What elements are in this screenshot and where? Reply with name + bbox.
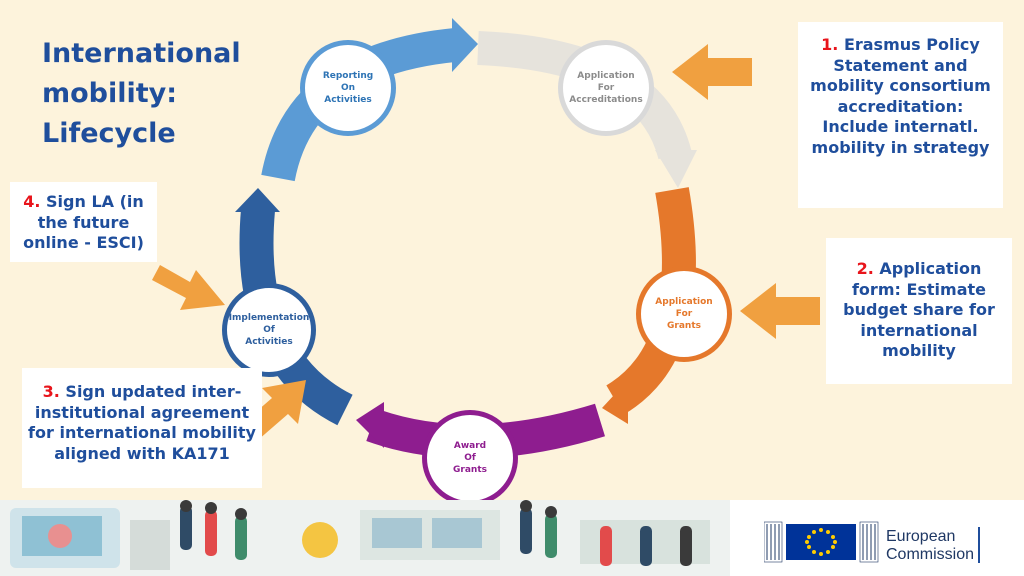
- note-2-application-form: 2. Application form: Estimate budget sha…: [826, 238, 1012, 384]
- right-arrow-icon: [152, 265, 225, 310]
- note-text: Application form: Estimate budget share …: [843, 259, 995, 360]
- european-commission-logo: [764, 521, 879, 563]
- note-1-policy-statement: 1. Erasmus Policy Statement and mobility…: [798, 22, 1003, 208]
- eu-flag-icon: [786, 524, 856, 560]
- page-title: International mobility: Lifecycle: [42, 38, 241, 149]
- note-text: Sign updated inter-institutional agreeme…: [28, 382, 256, 463]
- european-commission-wordmark: European Commission: [886, 528, 975, 563]
- arrowhead-reporting: [452, 18, 478, 72]
- commission-building-icon: [764, 521, 879, 563]
- note-4-sign-la: 4. Sign LA (in the future online - ESCI): [10, 182, 157, 262]
- note-number: 2.: [856, 259, 874, 278]
- arrowhead-implementation: [235, 188, 280, 212]
- note-number: 1.: [821, 35, 839, 54]
- arrowhead-award: [356, 402, 384, 448]
- note-text: Erasmus Policy Statement and mobility co…: [810, 35, 991, 157]
- arrowhead-grants: [602, 380, 628, 424]
- footer-illustration: [0, 500, 1024, 576]
- note-number: 4.: [23, 192, 41, 211]
- note-3-inter-institutional-agreement: 3. Sign updated inter-institutional agre…: [22, 368, 262, 488]
- logo-divider: [978, 527, 980, 563]
- note-number: 3.: [42, 382, 60, 401]
- right-arrow-icon: [740, 283, 820, 339]
- arrowhead-accreditations: [655, 150, 697, 188]
- right-arrow-icon: [672, 44, 752, 100]
- people-illustration: [0, 500, 730, 576]
- note-text: Sign LA (in the future online - ESCI): [23, 192, 144, 252]
